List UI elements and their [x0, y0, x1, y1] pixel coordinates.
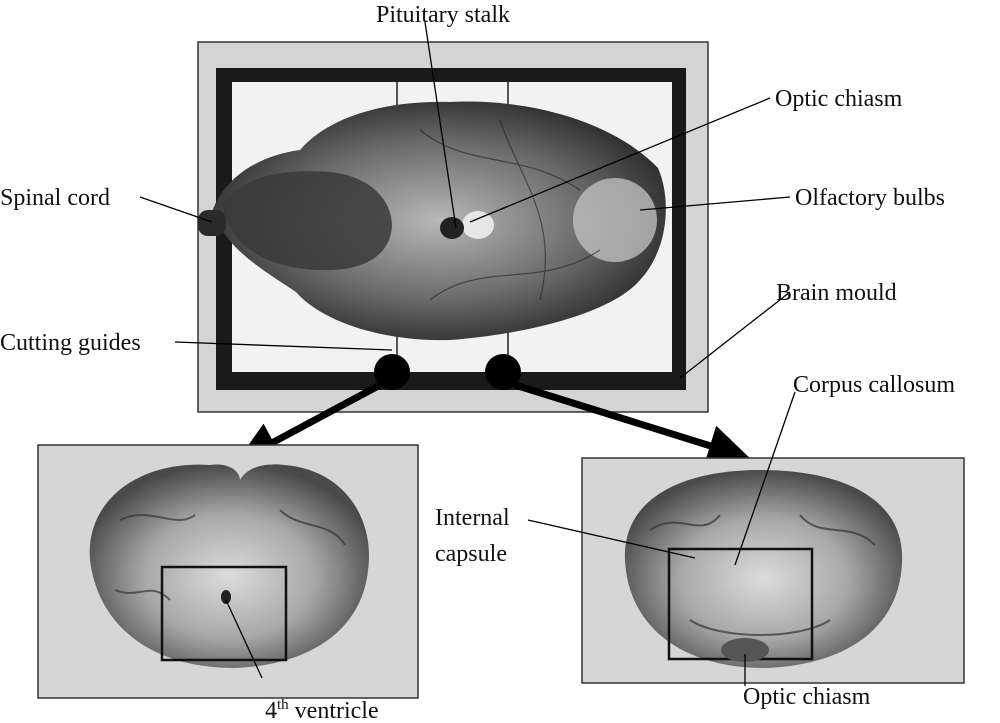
left-slice-panel: [37, 444, 419, 699]
label-fourth-ventricle-sup: th: [277, 697, 289, 713]
arrow-to-left-slice: [236, 381, 382, 462]
label-spinal-cord: Spinal cord: [0, 185, 110, 211]
brain-specimen: [212, 101, 666, 341]
label-internal-capsule-line2: capsule: [435, 541, 507, 567]
label-olfactory-bulbs: Olfactory bulbs: [795, 185, 945, 211]
label-fourth-ventricle-word: ventricle: [289, 698, 379, 723]
leader-lines: [139, 21, 796, 686]
leader-spinal-cord: [139, 196, 213, 223]
left-slice-folds: [114, 509, 346, 601]
left-slice-roi-box: [160, 565, 288, 662]
label-fourth-ventricle: 4th ventricle: [265, 697, 379, 723]
vessel-lines: [419, 119, 601, 301]
hindbrain-region: [222, 171, 392, 271]
label-internal-capsule-line1: Internal: [435, 505, 510, 531]
leader-cutting-guides: [174, 341, 393, 351]
spinal-cord-stub: [198, 210, 226, 236]
leader-olfactory-bulbs: [639, 196, 791, 211]
label-cutting-guides: Cutting guides: [0, 330, 141, 356]
right-slice-folds: [649, 514, 876, 636]
cutting-marker-2: [485, 354, 521, 390]
label-corpus-callosum: Corpus callosum: [793, 372, 955, 398]
label-fourth-ventricle-num: 4: [265, 698, 277, 723]
label-pituitary-stalk: Pituitary stalk: [376, 2, 510, 28]
pituitary-spot: [440, 217, 464, 239]
top-photo-panel: [197, 41, 709, 413]
cutting-marker-1: [374, 354, 410, 390]
leader-corpus-callosum: [734, 391, 796, 566]
chiasm-spot: [462, 211, 494, 239]
right-slice-panel: [581, 457, 965, 684]
arrow-to-right-slice: [513, 381, 751, 466]
optic-chiasm-slice-spot: [721, 638, 769, 662]
fourth-ventricle-spot: [221, 590, 231, 604]
leader-pituitary-stalk: [424, 21, 457, 229]
leader-fourth-ventricle: [225, 599, 263, 679]
leader-brain-mould: [679, 291, 791, 379]
label-optic-chiasm-top: Optic chiasm: [775, 86, 903, 112]
olfactory-bulb-region: [573, 178, 657, 262]
leader-optic-chiasm-top: [469, 97, 771, 223]
leader-internal-capsule: [527, 519, 696, 559]
right-brain-slice: [624, 470, 903, 668]
label-brain-mould: Brain mould: [776, 280, 897, 306]
label-optic-chiasm-bottom: Optic chiasm: [743, 684, 871, 710]
